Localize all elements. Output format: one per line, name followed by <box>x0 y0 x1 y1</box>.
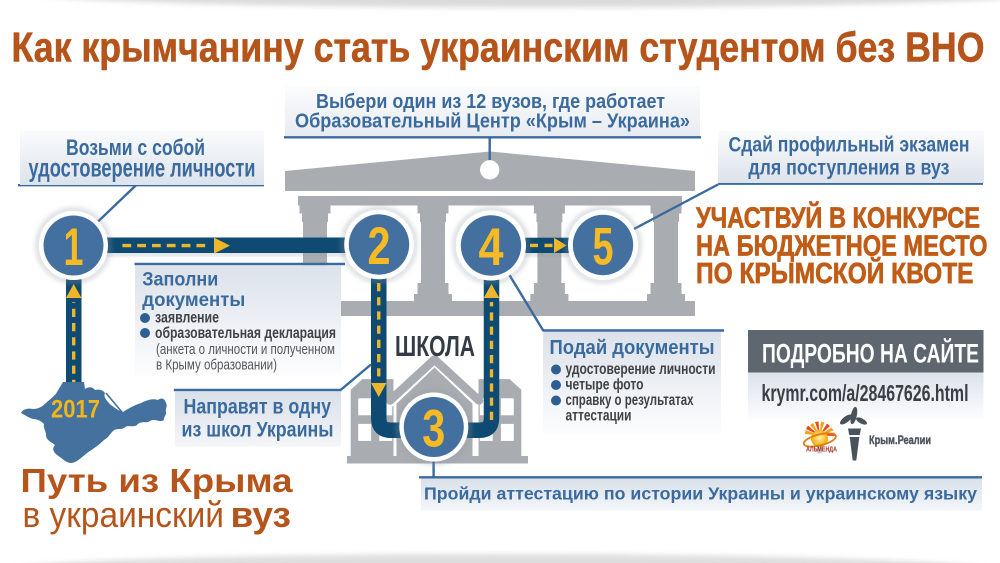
svg-text:для поступления в вуз: для поступления в вуз <box>748 157 949 180</box>
svg-text:2: 2 <box>368 217 391 276</box>
svg-text:удостоверение личности: удостоверение личности <box>566 361 716 378</box>
svg-text:из школ Украины: из школ Украины <box>182 418 334 442</box>
svg-text:образовательная декларация: образовательная декларация <box>155 325 336 342</box>
svg-text:АЛЬМЕНДА: АЛЬМЕНДА <box>806 445 837 454</box>
svg-text:3: 3 <box>422 400 445 459</box>
svg-text:Крым.Реалии: Крым.Реалии <box>869 435 931 447</box>
svg-text:1: 1 <box>64 218 84 277</box>
svg-text:ПОДРОБНО НА САЙТЕ: ПОДРОБНО НА САЙТЕ <box>762 338 979 369</box>
svg-text:Образовательный Центр «Крым –: Образовательный Центр «Крым – Украина» <box>295 110 690 133</box>
svg-text:Заполни: Заполни <box>142 269 218 291</box>
svg-text:аттестации: аттестации <box>566 408 632 425</box>
svg-text:в Крыму образовании): в Крыму образовании) <box>156 356 277 373</box>
svg-text:справку о результатах: справку о результатах <box>566 392 694 409</box>
svg-text:krymr.com/a/28467626.html: krymr.com/a/28467626.html <box>762 380 969 406</box>
svg-text:Как крымчанину стать украински: Как крымчанину стать украинским студенто… <box>12 24 985 71</box>
svg-text:документы: документы <box>142 289 245 311</box>
svg-text:Выбери один из 12 вузов, где р: Выбери один из 12 вузов, где работает <box>316 90 665 113</box>
svg-text:вуз: вуз <box>231 494 292 535</box>
svg-text:Направят в одну: Направят в одну <box>184 395 332 419</box>
svg-text:удостоверение личности: удостоверение личности <box>29 153 256 183</box>
svg-text:четыре фото: четыре фото <box>566 377 644 394</box>
svg-text:заявление: заявление <box>155 310 219 327</box>
svg-text:Пройди аттестацию по истории У: Пройди аттестацию по истории Украины и у… <box>424 484 977 504</box>
svg-text:Сдай профильный экзамен: Сдай профильный экзамен <box>729 134 970 157</box>
svg-text:ШКОЛА: ШКОЛА <box>395 331 475 363</box>
svg-text:Возьми с собой: Возьми с собой <box>66 135 205 160</box>
svg-text:4: 4 <box>479 218 504 277</box>
svg-text:ПО КРЫМСКОЙ КВОТЕ: ПО КРЫМСКОЙ КВОТЕ <box>696 256 974 290</box>
svg-text:Путь из Крыма: Путь из Крыма <box>21 463 293 500</box>
svg-text:НА БЮДЖЕТНОЕ МЕСТО: НА БЮДЖЕТНОЕ МЕСТО <box>696 230 988 262</box>
svg-text:(анкета о личности и полученно: (анкета о личности и полученном <box>156 341 335 358</box>
svg-text:5: 5 <box>593 218 614 277</box>
svg-text:Подай документы: Подай документы <box>550 337 715 359</box>
svg-text:УЧАСТВУЙ В КОНКУРСЕ: УЧАСТВУЙ В КОНКУРСЕ <box>696 201 980 235</box>
svg-text:2017: 2017 <box>51 396 100 424</box>
svg-text:в украинский: в украинский <box>23 494 225 535</box>
